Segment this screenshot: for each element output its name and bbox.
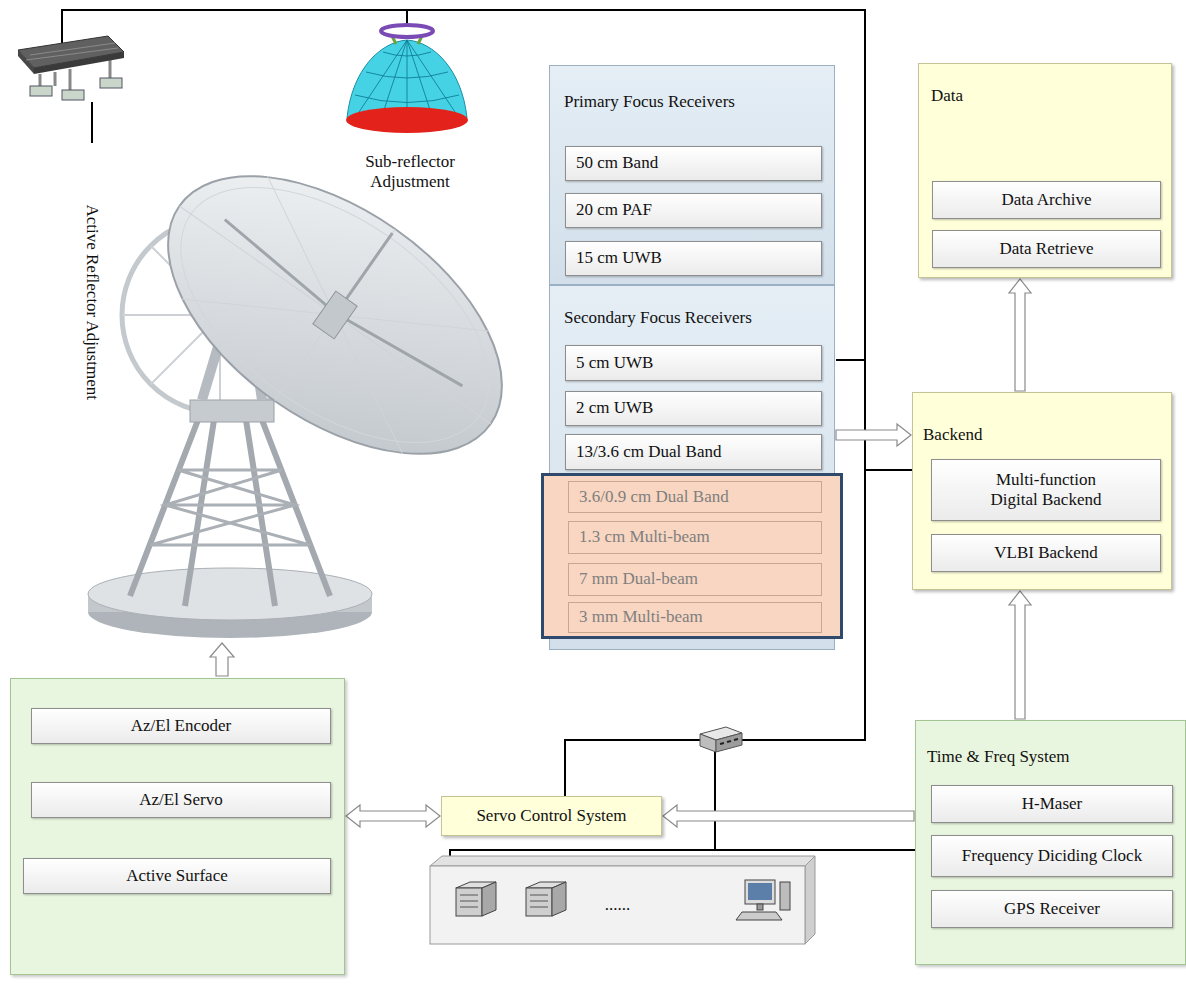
computer-cluster-slab [430, 856, 815, 944]
box-label: Data Retrieve [1000, 239, 1094, 259]
box-label: Frequency Diciding Clock [962, 846, 1142, 866]
computer-cluster: ...... [430, 866, 805, 944]
group-title: Time & Freq System [927, 747, 1069, 767]
time-freq-group: Time & Freq SystemH-MaserFrequency Dicid… [915, 720, 1186, 965]
hollow-arrow [346, 805, 440, 827]
receiver-box: 2 cm UWB [565, 391, 822, 426]
box-label: Multi-function Digital Backend [971, 470, 1121, 511]
box-label: H-Maser [1022, 794, 1082, 814]
highlight-frame-rect [543, 475, 842, 638]
box-label: Servo Control System [476, 806, 626, 826]
receiver-group: Secondary Focus Receivers 5 cm UWB 2 cm UW… [549, 285, 835, 650]
control-box: Az/El Encoder [31, 708, 331, 744]
time-box: H-Maser [931, 785, 1173, 823]
planned-receiver-box: 3 mm Multi-beam [568, 602, 822, 633]
data-box: Data Retrieve [932, 230, 1161, 268]
hollow-arrow [836, 424, 911, 446]
computer-icon [736, 880, 790, 920]
receiver-box: 13/3.6 cm Dual Band [565, 434, 822, 470]
box-label: Data Archive [1001, 190, 1091, 210]
receiver-box: 5 cm UWB [565, 345, 822, 381]
server-icon [526, 882, 566, 916]
antenna-control-group: Az/El EncoderAz/El ServoActive Surface [10, 678, 345, 975]
group-title: Primary Focus Receivers [564, 92, 735, 112]
control-box: Az/El Servo [31, 782, 331, 818]
sub-reflector-illustration [346, 25, 468, 133]
hollow-arrow [1009, 591, 1031, 719]
hollow-arrow [210, 643, 234, 676]
planned-receiver-box: 1.3 cm Multi-beam [568, 521, 822, 554]
box-label: Active Surface [126, 866, 227, 886]
network-wire [62, 10, 915, 856]
active-reflector-illustration [18, 36, 124, 100]
data-box: Data Archive [932, 181, 1161, 219]
receiver-box: 15 cm UWB [565, 241, 822, 276]
telescope-illustration [88, 120, 551, 638]
group-title: Secondary Focus Receivers [564, 308, 752, 328]
box-label: 7 mm Dual-beam [579, 569, 698, 589]
receiver-box: 20 cm PAF [565, 193, 822, 228]
servo-box: Servo Control System [441, 796, 662, 836]
time-box: GPS Receiver [931, 890, 1173, 928]
box-label: 15 cm UWB [576, 248, 662, 268]
group-title: Backend [923, 425, 982, 445]
box-label: VLBI Backend [994, 543, 1097, 563]
backend-group: BackendMulti-function Digital BackendVLB… [912, 392, 1172, 590]
box-label: 13/3.6 cm Dual Band [576, 442, 721, 462]
box-label: ...... [605, 895, 631, 915]
control-box: Active Surface [23, 858, 331, 894]
box-label: 3 mm Multi-beam [579, 607, 703, 627]
box-label: GPS Receiver [1004, 899, 1100, 919]
box-label: 5 cm UWB [576, 353, 653, 373]
backend-box: VLBI Backend [931, 534, 1161, 572]
time-box: Frequency Diciding Clock [931, 835, 1173, 877]
hollow-arrow [663, 805, 914, 827]
data-group: DataData ArchiveData Retrieve [918, 63, 1172, 278]
illustration-label: Sub-reflector Adjustment [354, 152, 466, 193]
backend-box: Multi-function Digital Backend [931, 459, 1161, 521]
box-label: Az/El Encoder [131, 716, 232, 736]
planned-receiver-box: 7 mm Dual-beam [568, 563, 822, 596]
box-label: 1.3 cm Multi-beam [579, 527, 710, 547]
receiver-box: 50 cm Band [565, 146, 822, 181]
planned-receiver-box: 3.6/0.9 cm Dual Band [568, 481, 822, 513]
group-title: Data [931, 86, 963, 106]
hollow-arrow [1009, 279, 1031, 391]
server-icon [456, 882, 496, 916]
box-label: 50 cm Band [576, 153, 658, 173]
box-label: Az/El Servo [139, 790, 223, 810]
vertical-label: Active Reflector Adjustment [82, 204, 102, 399]
network-switch [700, 727, 742, 752]
box-label: 20 cm PAF [576, 200, 652, 220]
box-label: 3.6/0.9 cm Dual Band [579, 487, 729, 507]
box-label: 2 cm UWB [576, 398, 653, 418]
receiver-group: Primary Focus Receivers 50 cm Band 20 cm P… [549, 65, 835, 285]
